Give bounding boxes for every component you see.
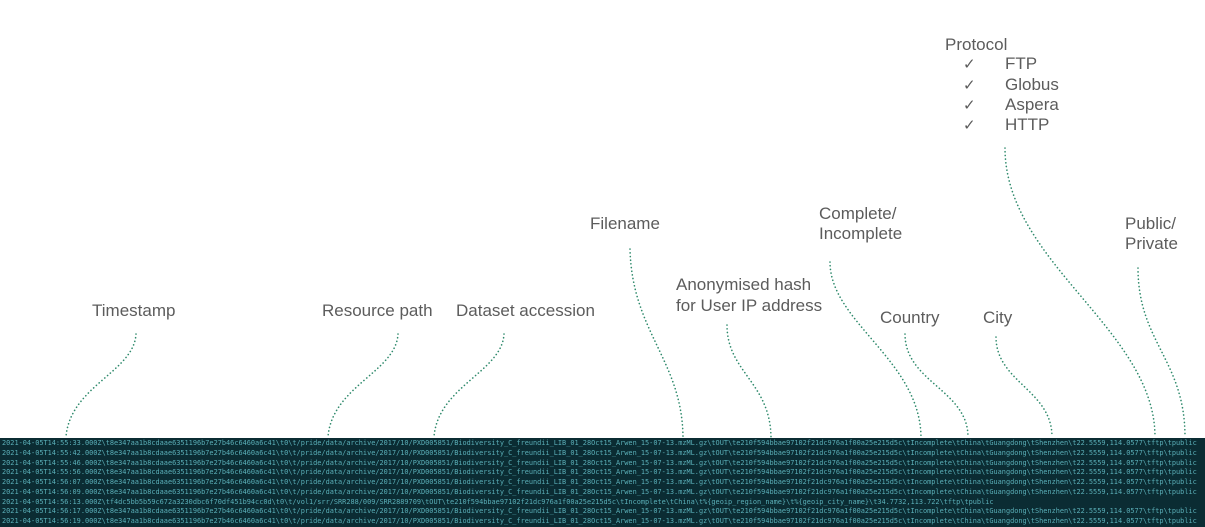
country-leader	[904, 333, 969, 438]
completion-label-line-1: Complete/	[819, 204, 897, 223]
resource-path-leader	[327, 333, 399, 438]
access-label: Public/ Private	[1125, 214, 1178, 254]
protocol-leader	[1004, 147, 1156, 438]
log-line: 2021-04-05T14:56:09.000Z\t8e347aa1b8cdaa…	[2, 487, 1197, 496]
protocol-item-label: Globus	[1005, 75, 1059, 94]
completion-leader	[829, 261, 922, 438]
log-line: 2021-04-05T14:56:13.000Z\tf4dc5bb5b59c67…	[2, 497, 994, 506]
user-hash-label-line-1: Anonymised hash	[676, 275, 812, 294]
timestamp-label: Timestamp	[92, 301, 176, 320]
dataset-accession-leader	[433, 333, 505, 438]
access-label-line-1: Public/	[1125, 214, 1177, 233]
log-line: 2021-04-05T14:55:56.000Z\t8e347aa1b8cdaa…	[2, 468, 1197, 477]
protocol-item-label: HTTP	[1005, 115, 1050, 134]
completion-label: Complete/ Incomplete	[819, 204, 902, 243]
completion-label-line-2: Incomplete	[819, 223, 903, 243]
log-line: 2021-04-05T14:56:17.000Z\t8e347aa1b8cdaa…	[2, 507, 1197, 516]
log-line: 2021-04-05T14:55:46.000Z\t8e347aa1b8cdaa…	[2, 458, 1197, 467]
checkmark-icon: ✓	[963, 55, 976, 73]
protocol-title: Protocol	[945, 35, 1008, 54]
protocol-item-globus: ✓ Globus	[945, 75, 1065, 95]
resource-path-label: Resource path	[322, 301, 433, 320]
protocol-item-label: FTP	[1005, 54, 1038, 73]
user-hash-label-line-2: for User IP address	[676, 296, 823, 315]
log-panel: 2021-04-05T14:55:33.000Z\t8e347aa1b8cdaa…	[0, 438, 1205, 527]
access-label-line-2: Private	[1125, 234, 1178, 253]
checkmark-icon: ✓	[963, 116, 976, 134]
log-line: 2021-04-05T14:56:19.000Z\t8e347aa1b8cdaa…	[2, 517, 1197, 525]
city-label: City	[983, 308, 1013, 327]
log-line: 2021-04-05T14:56:07.000Z\t8e347aa1b8cdaa…	[2, 478, 1197, 486]
timestamp-leader	[65, 333, 137, 438]
protocol-item-http: ✓ HTTP	[945, 115, 1065, 135]
protocol-item-ftp: ✓ FTP	[945, 54, 1065, 74]
checkmark-icon: ✓	[963, 76, 976, 94]
log-line: 2021-04-05T14:55:33.000Z\t8e347aa1b8cdaa…	[2, 439, 1197, 447]
log-line: 2021-04-05T14:55:42.000Z\t8e347aa1b8cdaa…	[2, 448, 1197, 457]
user-hash-label: Anonymised hash for User IP address	[676, 274, 822, 316]
protocol-item-aspera: ✓ Aspera	[945, 95, 1065, 115]
checkmark-icon: ✓	[963, 96, 976, 114]
country-label: Country	[880, 308, 940, 327]
user-hash-leader	[726, 324, 772, 438]
access-leader	[1137, 267, 1186, 438]
protocol-annotation: Protocol ✓ FTP ✓ Globus ✓ Aspera ✓ HTTP	[945, 35, 1065, 145]
protocol-item-label: Aspera	[1005, 95, 1059, 114]
dataset-accession-label: Dataset accession	[456, 301, 595, 320]
filename-label: Filename	[590, 214, 660, 233]
city-leader	[995, 336, 1053, 438]
